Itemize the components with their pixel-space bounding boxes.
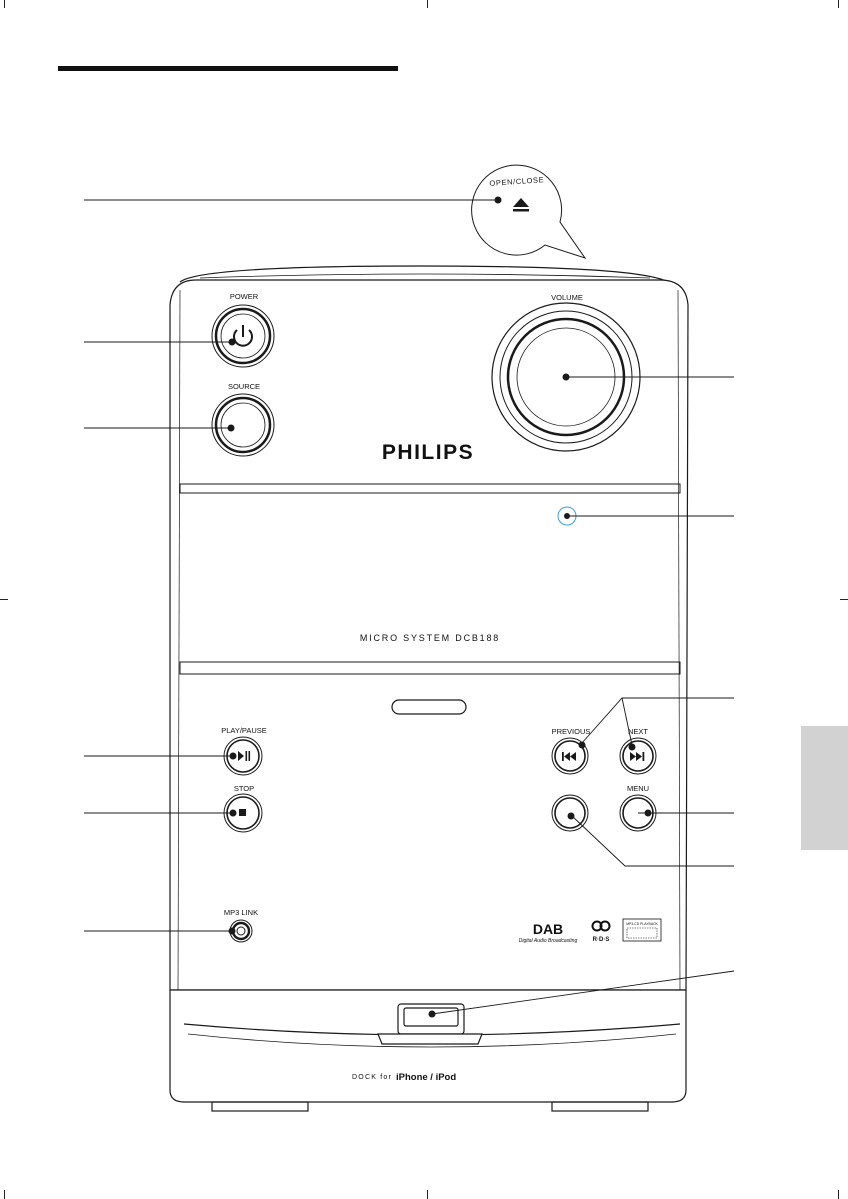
eject-icon <box>513 198 529 212</box>
volume-label: VOLUME <box>551 293 583 302</box>
power-icon <box>233 325 253 347</box>
mp3-link-label: MP3 LINK <box>224 908 258 917</box>
dock-prefix-label: DOCK for <box>352 1074 392 1081</box>
crop-mark <box>838 0 839 8</box>
rds-logo: R·D·S <box>591 920 611 943</box>
previous-label: PREVIOUS <box>552 727 591 736</box>
crop-mark <box>427 1190 428 1199</box>
callout-leaders <box>84 199 735 1015</box>
play-pause-icon <box>238 751 251 761</box>
crop-mark <box>840 599 848 600</box>
cd-slot <box>179 661 681 675</box>
dock-tray <box>169 989 687 1103</box>
crop-mark <box>427 0 428 8</box>
next-label: NEXT <box>628 727 648 736</box>
power-label: POWER <box>230 292 259 301</box>
next-icon <box>630 752 645 761</box>
dab-logo: DAB <box>533 921 563 937</box>
top-lid <box>179 265 669 283</box>
dab-subtitle: Digital Audio Broadcasting <box>519 938 578 944</box>
play-pause-label: PLAY/PAUSE <box>221 726 267 735</box>
section-title-rule <box>58 66 398 71</box>
crop-mark <box>4 1190 5 1199</box>
power-button[interactable] <box>211 304 275 368</box>
dock-device-label: iPhone / iPod <box>396 1072 456 1083</box>
crop-mark <box>0 599 8 600</box>
menu-label: MENU <box>627 784 649 793</box>
unlabeled-button[interactable] <box>551 794 589 832</box>
previous-button[interactable] <box>551 737 589 775</box>
dock-tray-inner <box>187 1033 677 1048</box>
foot-right <box>551 1101 649 1112</box>
brand-logo: PHILIPS <box>382 441 474 464</box>
crop-mark <box>4 0 5 8</box>
bevel <box>677 289 681 991</box>
next-button[interactable] <box>619 737 657 775</box>
open-close-label: OPEN/CLOSE <box>489 175 544 188</box>
bevel <box>177 289 181 991</box>
crop-mark <box>838 1190 839 1199</box>
foot-left <box>211 1101 309 1112</box>
callout-dots <box>227 196 652 1018</box>
stop-icon <box>239 809 246 816</box>
svg-text:MP3-CD PLAYBACK: MP3-CD PLAYBACK <box>626 922 658 926</box>
upper-panel-edge <box>179 483 681 494</box>
mp3-cd-logo: MP3-CD PLAYBACK <box>622 918 662 942</box>
callout-bubble <box>471 164 587 259</box>
previous-icon <box>562 752 576 761</box>
source-label: SOURCE <box>228 382 260 391</box>
stop-label: STOP <box>234 784 254 793</box>
top-lid-inner <box>199 273 651 279</box>
center-latch <box>391 699 467 715</box>
model-label: MICRO SYSTEM DCB188 <box>360 633 500 643</box>
source-button[interactable] <box>211 393 275 457</box>
section-tab <box>801 726 848 850</box>
svg-text:R·D·S: R·D·S <box>593 937 610 943</box>
